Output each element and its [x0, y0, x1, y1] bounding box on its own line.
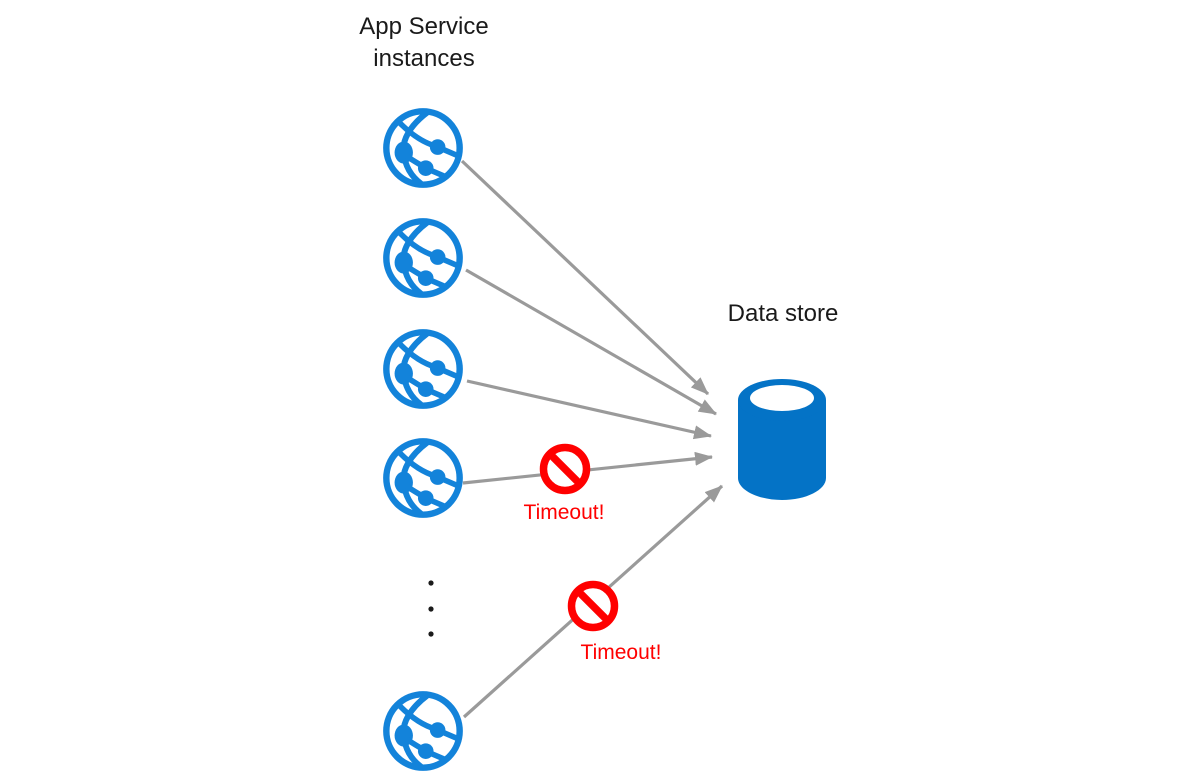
app-service-instances-label: App Service instances	[304, 11, 544, 75]
database-cylinder-icon	[738, 379, 826, 500]
ellipsis-dot	[428, 580, 434, 586]
timeout-label-1: Timeout!	[523, 501, 605, 524]
connection-arrow	[466, 379, 712, 440]
app-service-instance-icon	[386, 221, 459, 294]
no-entry-icon	[544, 448, 587, 491]
data-store-label: Data store	[727, 300, 839, 327]
more-instances-ellipsis	[428, 580, 434, 637]
no-entry-icon	[572, 585, 615, 628]
connection-arrows	[460, 159, 724, 719]
app-service-instance-icon	[386, 332, 459, 405]
app-service-instance-icon	[386, 441, 459, 514]
ellipsis-dot	[428, 631, 434, 637]
app-service-instances	[386, 111, 459, 767]
connection-arrow	[460, 159, 710, 396]
app-service-instance-icon	[386, 694, 459, 767]
app-service-instances-label-line1: App Service	[359, 13, 489, 40]
timeout-label-2: Timeout!	[580, 641, 662, 664]
ellipsis-dot	[428, 606, 434, 612]
connection-arrow	[465, 268, 717, 416]
app-service-instances-label-line2: instances	[373, 45, 475, 72]
app-service-instance-icon	[386, 111, 459, 184]
no-entry-icons	[544, 448, 615, 628]
